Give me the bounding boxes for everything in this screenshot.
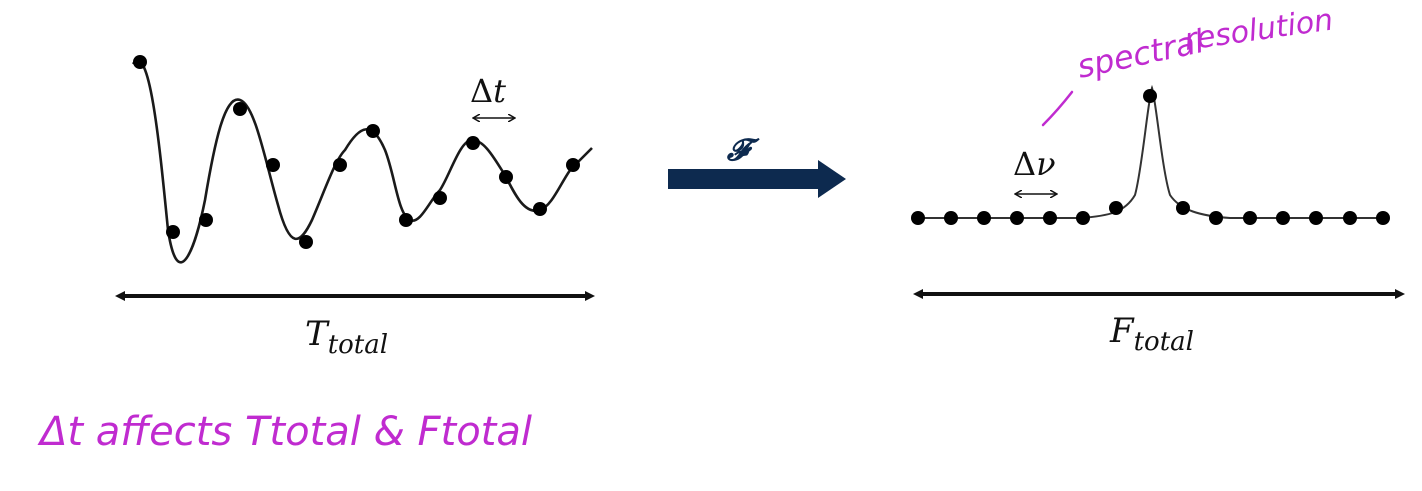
time-sample-dot — [499, 170, 513, 184]
bottom-note: Δt affects Ttotal & Ftotal — [37, 409, 532, 455]
fourier-transform-arrow-group: 𝓕 — [668, 133, 846, 198]
spectral-note-line2: resolution — [1182, 2, 1335, 57]
time-sample-dot — [266, 158, 280, 172]
frequency-samples — [911, 89, 1390, 225]
frequency-sample-dot — [1043, 211, 1057, 225]
dv-label: Δν — [1013, 145, 1056, 183]
frequency-sample-dot — [977, 211, 991, 225]
fourier-symbol: 𝓕 — [726, 133, 760, 168]
spectrum-curve — [915, 84, 1388, 219]
time-sample-dot — [333, 158, 347, 172]
time-sample-dot — [199, 213, 213, 227]
frequency-sample-dot — [1176, 201, 1190, 215]
handwritten-annotations: spectral resolution Δt affects Ttotal & … — [37, 2, 1335, 455]
frequency-sample-dot — [1276, 211, 1290, 225]
frequency-sample-dot — [944, 211, 958, 225]
time-sample-dot — [566, 158, 580, 172]
frequency-sample-dot — [1343, 211, 1357, 225]
fourier-arrow-head — [818, 160, 846, 198]
frequency-sample-dot — [1076, 211, 1090, 225]
dt-label: Δt — [470, 72, 506, 110]
time-sample-dot — [133, 55, 147, 69]
frequency-sample-dot — [1209, 211, 1223, 225]
f-total-label: Ftotal — [1109, 311, 1194, 357]
time-sample-dot — [533, 202, 547, 216]
t-total-label: Ttotal — [305, 314, 388, 360]
frequency-sample-dot — [1010, 211, 1024, 225]
frequency-domain-panel: Δν Ftotal — [911, 84, 1405, 357]
time-signal-curve — [131, 59, 593, 264]
frequency-sample-dot — [1243, 211, 1257, 225]
time-domain-panel: Δt Ttotal — [115, 55, 595, 360]
time-sample-dot — [299, 235, 313, 249]
frequency-sample-dot — [911, 211, 925, 225]
time-sample-dot — [233, 102, 247, 116]
spectral-pointer-line — [1041, 90, 1074, 127]
frequency-sample-dot — [1143, 89, 1157, 103]
time-sample-dot — [166, 225, 180, 239]
frequency-sample-dot — [1309, 211, 1323, 225]
time-sample-dot — [399, 213, 413, 227]
frequency-sample-dot — [1376, 211, 1390, 225]
time-sample-dot — [366, 124, 380, 138]
fourier-arrow-shaft — [668, 169, 820, 189]
frequency-sample-dot — [1109, 201, 1123, 215]
time-samples — [133, 55, 580, 249]
time-sample-dot — [433, 191, 447, 205]
time-sample-dot — [466, 136, 480, 150]
